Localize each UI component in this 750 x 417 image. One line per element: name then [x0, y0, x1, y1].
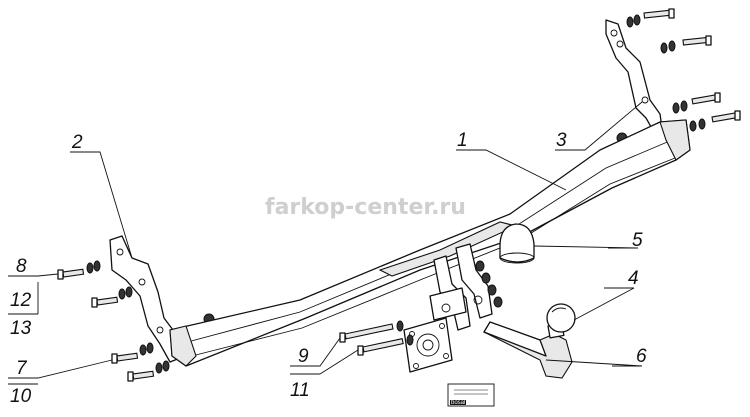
bolt: [689, 110, 741, 132]
callout-2: 2: [71, 132, 83, 153]
callout-5: 5: [632, 230, 643, 251]
plate-brand: bosal: [451, 400, 465, 406]
bolt: [357, 334, 414, 356]
callout-1: 1: [457, 130, 468, 151]
callout-8: 8: [16, 256, 27, 277]
bolt: [672, 92, 721, 114]
bolt: [91, 286, 133, 308]
callout-10: 10: [10, 386, 32, 407]
bolt: [626, 8, 675, 28]
watermark-text: farkop-center.ru: [265, 195, 466, 220]
hitch-mount: [429, 243, 503, 331]
callout-6: 6: [636, 346, 647, 367]
callout-12: 12: [10, 290, 32, 311]
socket-plate: [403, 317, 453, 373]
bolt: [57, 260, 101, 280]
center-bolts: [339, 320, 414, 356]
type-plate: bosal: [447, 383, 495, 407]
ball-cover: [499, 223, 535, 264]
leader-lines: [8, 101, 643, 385]
tow-ball: [546, 303, 576, 333]
callout-4: 4: [628, 268, 639, 289]
right-bracket-bolts: [616, 8, 741, 144]
bolt: [660, 35, 712, 54]
bolt: [339, 320, 404, 343]
callout-numbers: 1 2 3 4 5 6 7 8 9 10 11 12 13: [10, 130, 647, 407]
callout-13: 13: [10, 318, 32, 339]
bolt: [111, 342, 154, 364]
callout-7: 7: [16, 358, 28, 379]
callout-11: 11: [290, 380, 310, 401]
callout-3: 3: [556, 130, 567, 151]
callout-9: 9: [298, 346, 309, 367]
bolt: [127, 360, 170, 382]
right-bracket: [605, 19, 663, 133]
cross-beam: [169, 119, 691, 367]
